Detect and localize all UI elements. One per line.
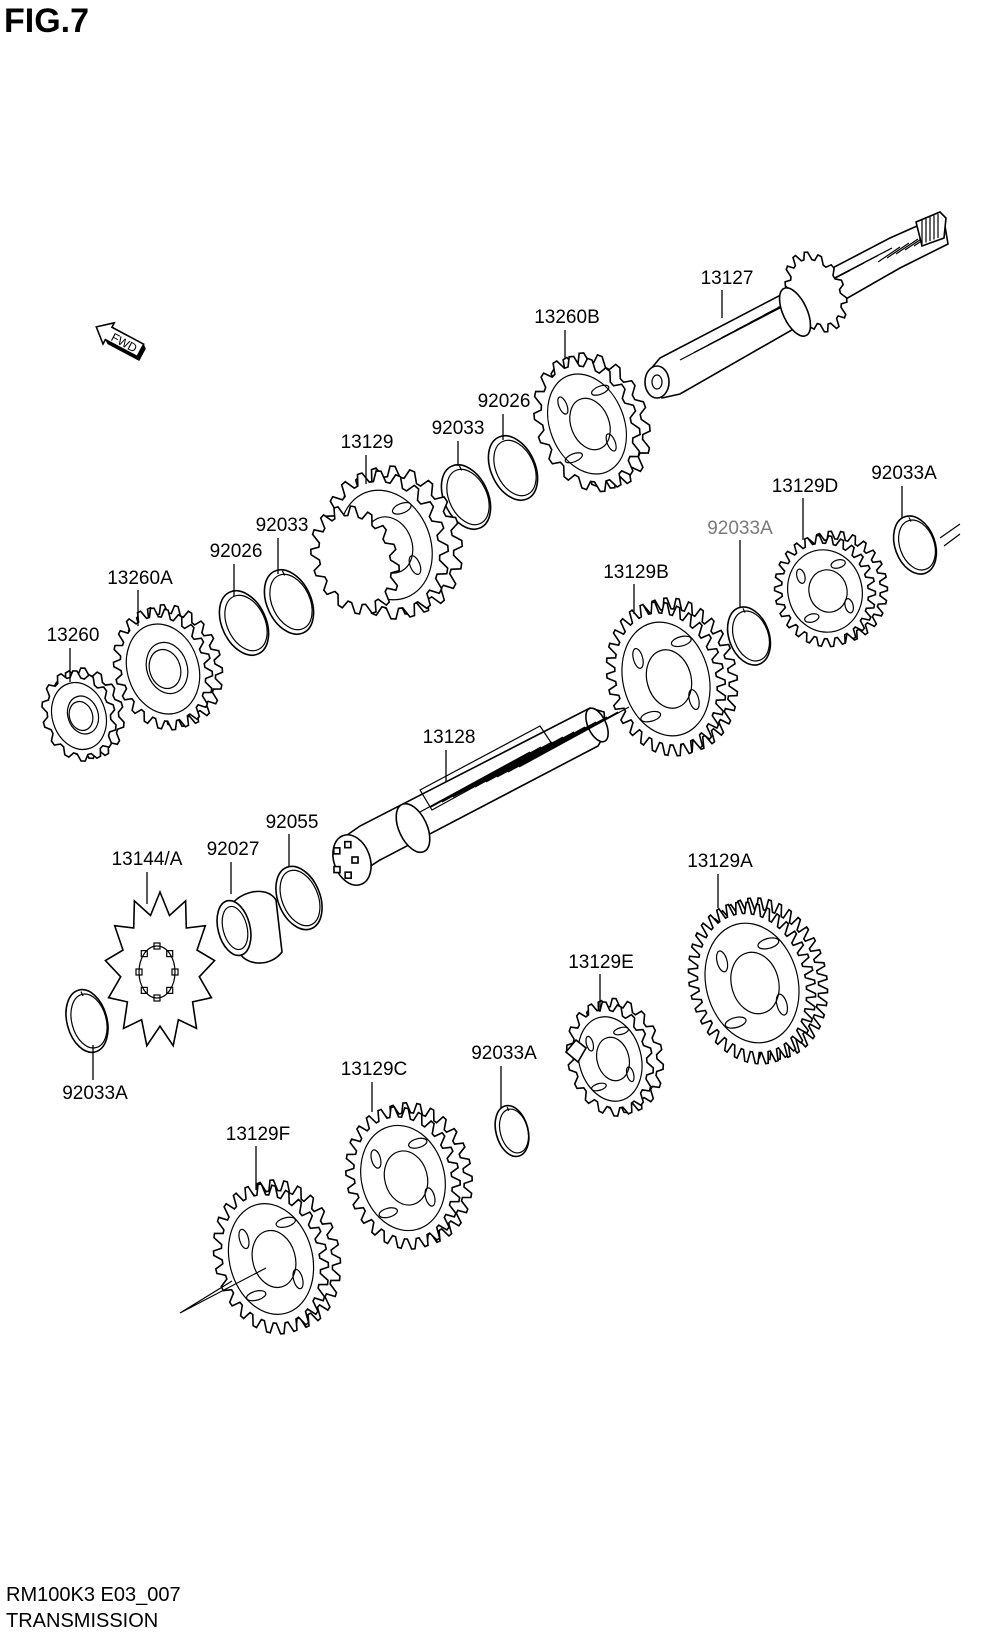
diagram-artwork: [41, 211, 961, 1335]
part-label[interactable]: 13129D: [772, 476, 839, 497]
part-label[interactable]: 92033A: [871, 463, 937, 484]
part-label[interactable]: 13260A: [107, 568, 173, 589]
gear-13129E: [564, 997, 665, 1117]
gear-13129B: [605, 597, 739, 757]
part-label[interactable]: 13127: [701, 268, 754, 289]
gear-13260: [41, 667, 125, 762]
figure-footer: RM100K3 E03_007 TRANSMISSION: [6, 1582, 181, 1634]
part-label[interactable]: 13128: [423, 727, 476, 748]
part-label[interactable]: 92033A: [707, 518, 773, 539]
part-label[interactable]: 13129C: [341, 1059, 408, 1080]
gear-13129A: [687, 897, 829, 1065]
circlip-92033A-low: [494, 1104, 530, 1158]
section-name: TRANSMISSION: [6, 1610, 159, 1632]
shaft-13128: [332, 706, 630, 886]
shaft-13127: [644, 211, 949, 399]
part-label[interactable]: 92033: [256, 515, 309, 536]
part-label[interactable]: 13129A: [687, 851, 753, 872]
collar-92027: [216, 890, 283, 964]
circlip-92033A-left: [65, 988, 109, 1054]
circlip-92026-mid: [218, 590, 270, 656]
part-label[interactable]: 92055: [266, 812, 319, 833]
part-label[interactable]: 92026: [210, 541, 263, 562]
model-code: RM100K3 E03_007: [6, 1584, 181, 1606]
part-label[interactable]: 13129B: [603, 562, 669, 583]
part-label[interactable]: 13129E: [568, 952, 634, 973]
circlip-92033A-grey: [726, 606, 772, 666]
part-label[interactable]: 13144/A: [112, 849, 183, 870]
sprocket-13144A: [104, 889, 216, 1048]
part-label[interactable]: 13129: [341, 432, 394, 453]
part-label[interactable]: 92033A: [471, 1043, 537, 1064]
gear-13129C: [344, 1101, 474, 1250]
part-label[interactable]: 13260: [47, 625, 100, 646]
gear-13129D: [773, 530, 889, 648]
diagram-labels: 13127 13260B 92026 92033 13129 92033 920…: [47, 268, 937, 1145]
part-label[interactable]: 13129F: [226, 1124, 290, 1145]
circlip-92033A-top: [892, 515, 938, 575]
figure-title: FIG.7: [4, 2, 90, 40]
gear-13129F: [212, 1179, 342, 1335]
gear-13260B: [533, 352, 651, 493]
circlip-92033-mid: [263, 569, 315, 635]
gear-13260A: [112, 603, 224, 731]
gear-13129: [309, 465, 464, 620]
o-ring-92055: [275, 865, 323, 931]
part-label[interactable]: 92027: [207, 839, 260, 860]
part-label[interactable]: 92033: [432, 418, 485, 439]
fwd-arrow-icon: FWD: [95, 321, 146, 362]
part-label[interactable]: 13260B: [534, 307, 600, 328]
circlip-92026-upper: [487, 435, 539, 501]
part-label[interactable]: 92033A: [62, 1083, 128, 1104]
part-label[interactable]: 92026: [478, 391, 531, 412]
